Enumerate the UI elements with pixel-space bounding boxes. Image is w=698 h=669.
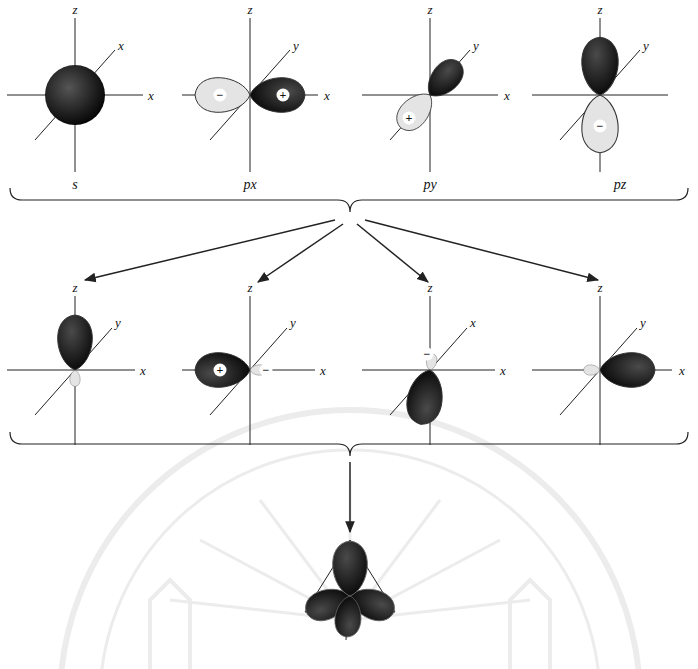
axes: [7, 18, 672, 445]
orbital-label: py: [423, 178, 436, 192]
orbital-label: pz: [614, 178, 626, 192]
axis-label: x: [140, 364, 146, 377]
axis-label: y: [473, 39, 479, 52]
axis-label: x: [320, 364, 326, 377]
phase-sign: +: [403, 112, 416, 125]
phase-sign: −: [214, 89, 227, 102]
axis-label: y: [293, 39, 299, 52]
axis-label: z: [427, 3, 432, 16]
phase-sign: −: [421, 348, 434, 361]
phase-sign: +: [277, 89, 290, 102]
axis-label: x: [504, 89, 510, 102]
orbital-label: s: [72, 178, 77, 192]
arrows: [85, 220, 598, 282]
axis-label: z: [247, 3, 252, 16]
axis-label: y: [115, 316, 121, 329]
phase-sign: −: [594, 120, 607, 133]
axis-label: x: [324, 89, 330, 102]
axis-label: x: [500, 364, 506, 377]
pz-orbital: [582, 37, 618, 153]
arrow: [349, 462, 351, 532]
axis-label: x: [118, 39, 124, 52]
axis-label: x: [470, 316, 476, 329]
s-orbital: [45, 65, 105, 125]
axis-label: z: [247, 281, 252, 294]
axis-label: y: [643, 39, 649, 52]
axis-label: x: [679, 364, 685, 377]
orbital-label: px: [243, 178, 256, 192]
phase-sign: +: [214, 364, 227, 377]
py-orbital: [390, 53, 469, 137]
axis-label: z: [72, 3, 77, 16]
brace: [10, 432, 688, 456]
axis-label: y: [640, 316, 646, 329]
axis-label: x: [148, 89, 154, 102]
axis-label: z: [72, 281, 77, 294]
axis-label: z: [427, 281, 432, 294]
brace: [10, 188, 688, 212]
sp3-hybrid-orbitals: [58, 315, 655, 427]
tetrahedral-sp3-set: [301, 540, 399, 640]
axis-label: z: [597, 3, 602, 16]
px-orbital: [195, 78, 305, 113]
axis-label: y: [290, 316, 296, 329]
phase-sign: −: [260, 364, 273, 377]
axis-label: z: [597, 281, 602, 294]
watermark-seal: [60, 410, 640, 669]
